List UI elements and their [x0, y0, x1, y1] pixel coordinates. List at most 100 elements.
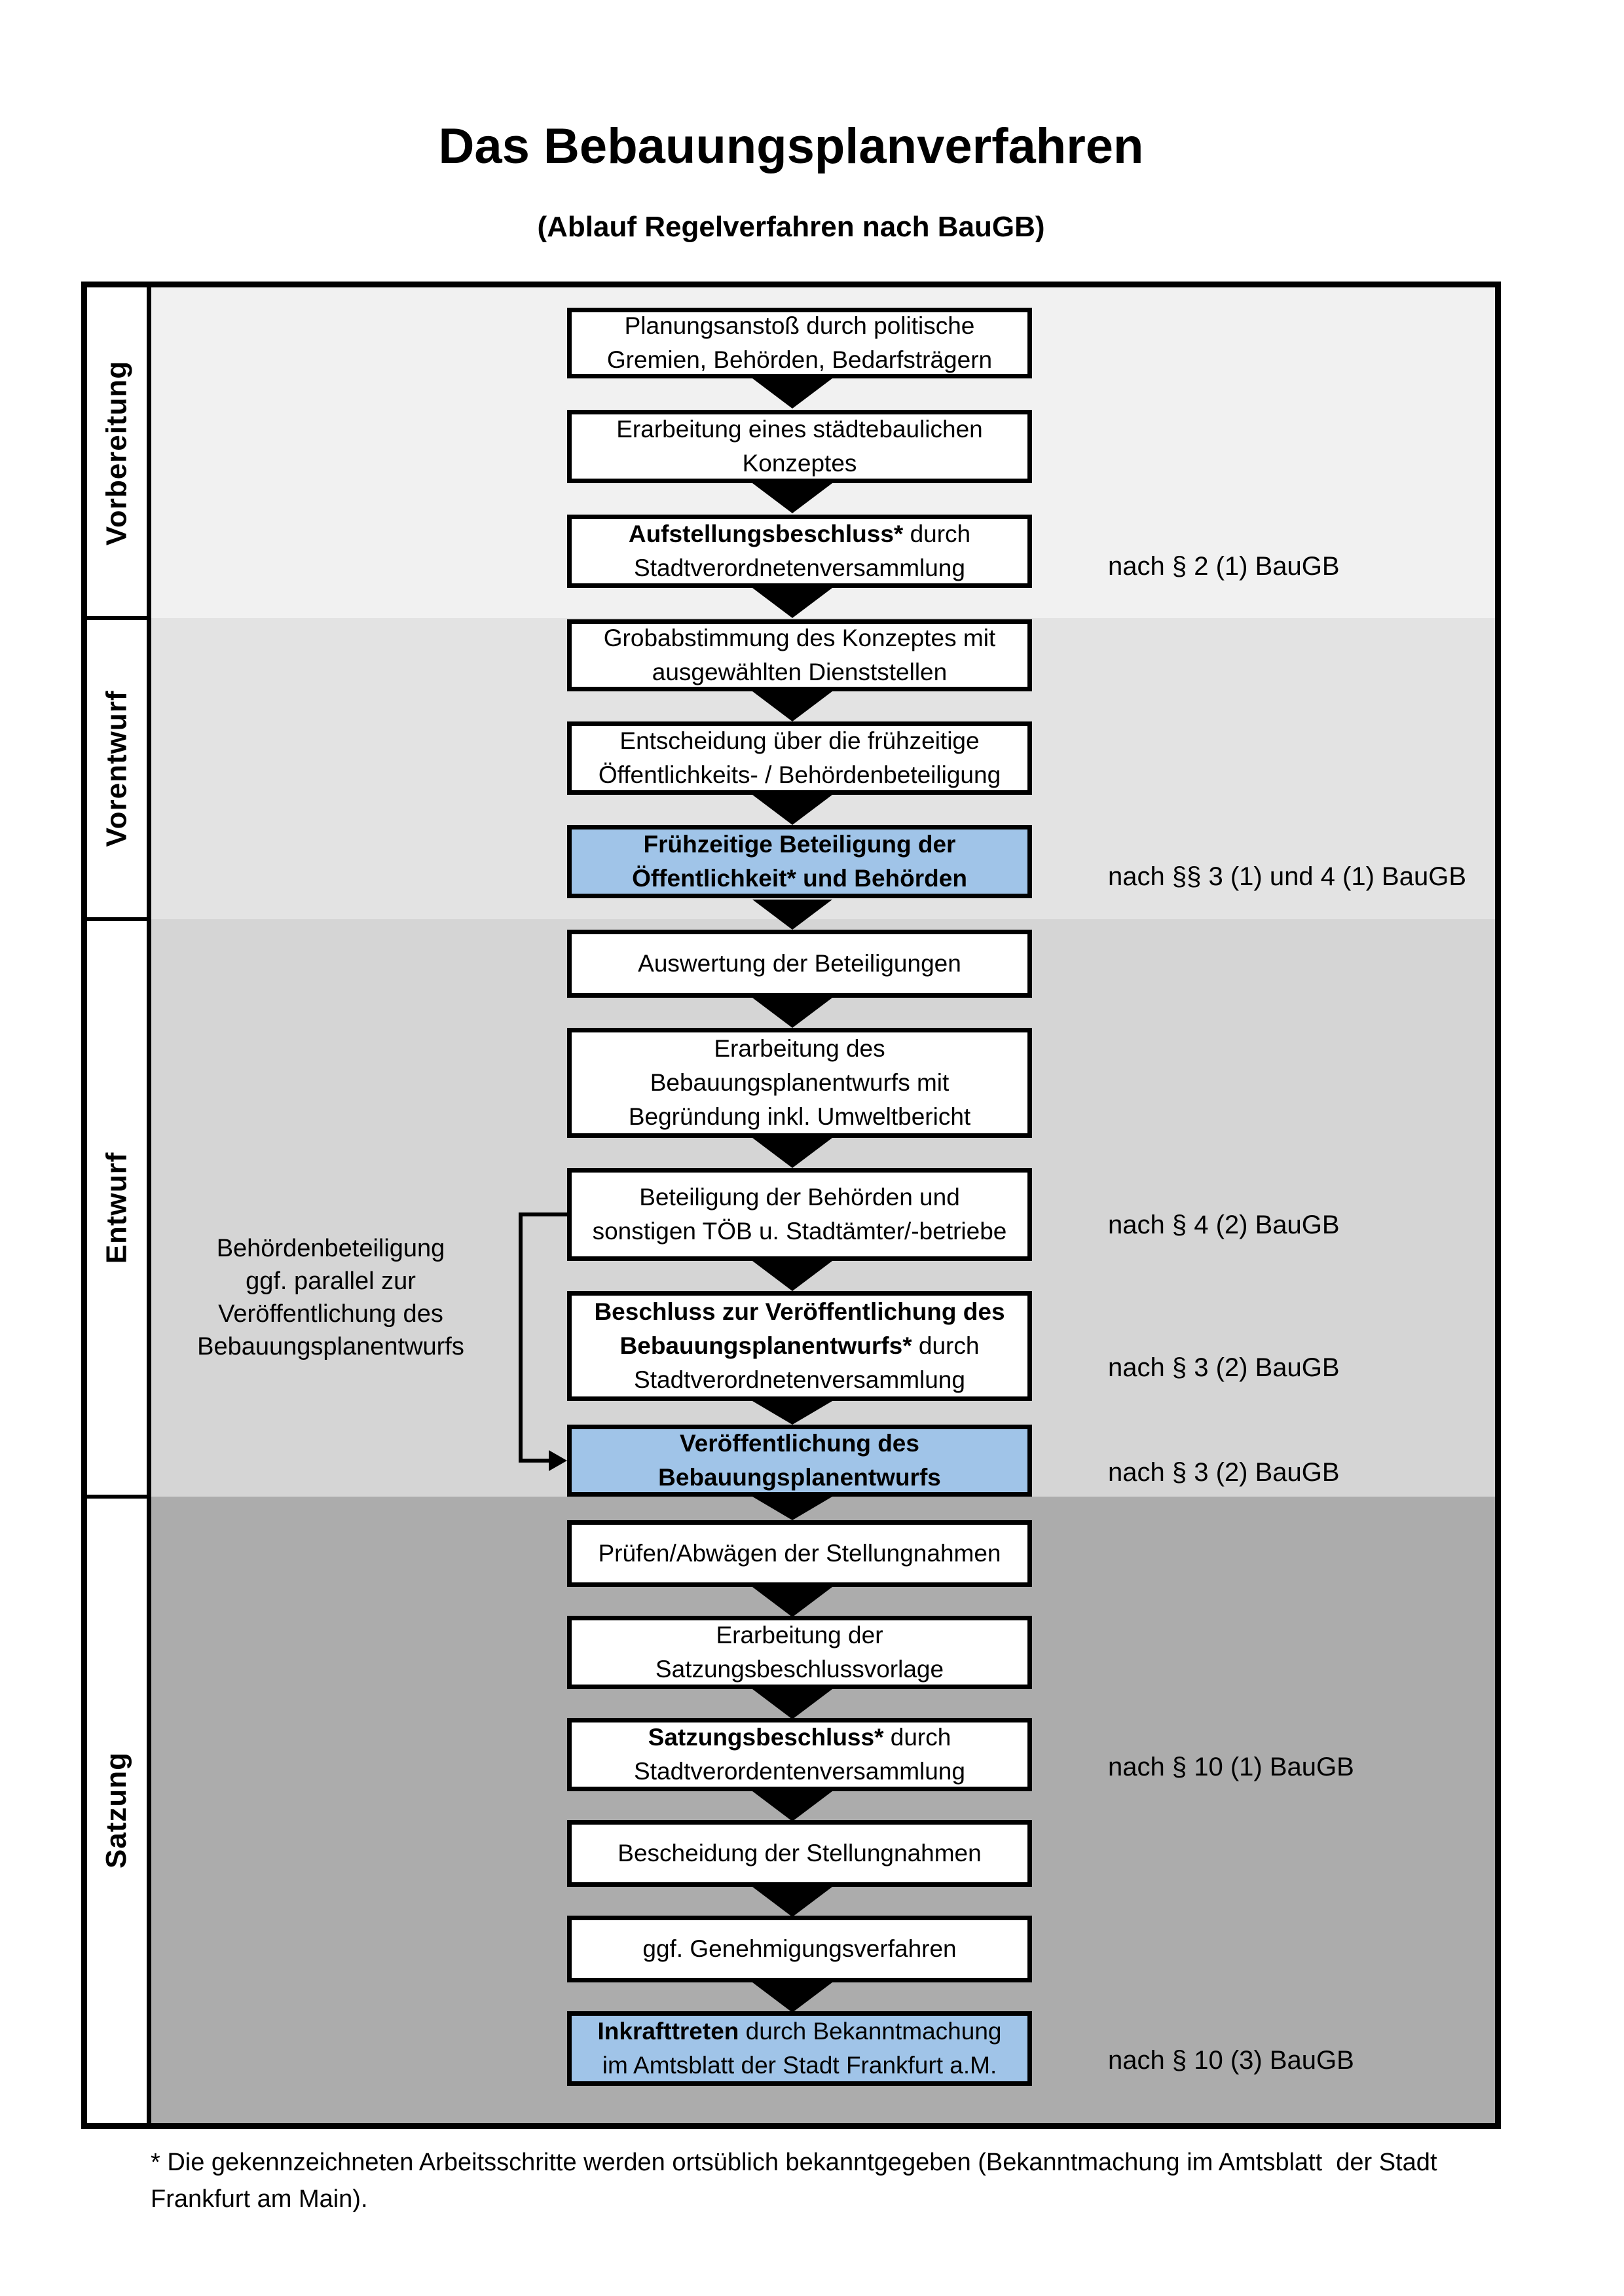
box-text-line: Bebauungsplanentwurfs [658, 1464, 941, 1491]
side-note-line: ggf. parallel zur [246, 1267, 416, 1295]
flow-box-beteiligung-behoerden: Beteiligung der Behörden und sonstigen T… [567, 1168, 1032, 1261]
phase-divider-line [87, 917, 151, 921]
box-text-line: Öffentlichkeits- / Behördenbeteiligung [598, 761, 1001, 788]
parallel-connector-horizontal-bottom [519, 1459, 551, 1463]
flow-box-inkrafttreten: Inkrafttreten durch Bekanntmachung im Am… [567, 2011, 1032, 2086]
flow-box-auswertung-beteiligungen: Auswertung der Beteiligungen [567, 930, 1032, 998]
side-note: Behördenbeteiligung ggf. parallel zur Ve… [167, 1232, 494, 1363]
footnote-line-2: Frankfurt am Main). [151, 2185, 368, 2213]
flow-box-aufstellungsbeschluss: Aufstellungsbeschluss* durch Stadtverord… [567, 515, 1032, 588]
flow-arrow-down [752, 1791, 832, 1821]
box-text-line: Bebauungsplanentwurfs* durch [620, 1329, 980, 1363]
flow-box-bescheidung-stellungnahmen: Bescheidung der Stellungnahmen [567, 1820, 1032, 1887]
phase-label-entwurf: Entwurf [87, 919, 147, 1497]
box-text-line: ggf. Genehmigungsverfahren [642, 1935, 957, 1962]
flow-box-planungsanstoss: Planungsanstoß durch politische Gremien,… [567, 308, 1032, 378]
diagram-frame [81, 282, 1501, 2129]
box-text-line: Beschluss zur Veröffentlichung des [594, 1298, 1005, 1325]
flow-arrow-down [752, 588, 832, 618]
box-text-line: Bescheidung der Stellungnahmen [618, 1840, 982, 1867]
legal-ref-par3-1-und-4-1: nach §§ 3 (1) und 4 (1) BauGB [1108, 862, 1466, 891]
box-text-line: Inkrafttreten durch Bekanntmachung [598, 2014, 1002, 2049]
flow-box-grobabstimmung: Grobabstimmung des Konzeptes mit ausgewä… [567, 619, 1032, 691]
box-text-line: im Amtsblatt der Stadt Frankfurt a.M. [602, 2052, 997, 2079]
side-note-line: Bebauungsplanentwurfs [197, 1333, 464, 1360]
legal-ref-par10-1: nach § 10 (1) BauGB [1108, 1753, 1354, 1781]
flow-arrow-down [752, 795, 832, 825]
flow-box-genehmigungsverfahren: ggf. Genehmigungsverfahren [567, 1916, 1032, 1982]
flow-arrow-down [752, 378, 832, 409]
flow-arrow-down [752, 998, 832, 1028]
box-text-line: Begründung inkl. Umweltbericht [628, 1103, 971, 1130]
box-text-line: Erarbeitung der [716, 1622, 883, 1649]
page-title: Das Bebauungsplanverfahren [438, 118, 1144, 174]
box-text-rest: durch [883, 1724, 951, 1751]
page-subtitle: (Ablauf Regelverfahren nach BauGB) [537, 211, 1045, 243]
flow-box-fruehzeitige-beteiligung: Frühzeitige Beteiligung der Öffentlichke… [567, 825, 1032, 898]
flow-arrow-down [752, 483, 832, 513]
legal-ref-par10-3: nach § 10 (3) BauGB [1108, 2046, 1354, 2075]
phase-label-text: Vorentwurf [100, 690, 133, 847]
box-text-line: Stadtverordnetenversammlung [634, 1366, 965, 1393]
flow-arrow-down [752, 1261, 832, 1291]
box-text-line: Frühzeitige Beteiligung der [643, 831, 956, 858]
flow-arrow-down [752, 1401, 832, 1425]
box-text-line: Bebauungsplanentwurfs mit [650, 1069, 950, 1096]
flow-box-entscheidung-fruehzeitige-beteiligung: Entscheidung über die frühzeitige Öffent… [567, 721, 1032, 795]
phase-label-vorentwurf: Vorentwurf [87, 618, 147, 919]
box-text-line: Beteiligung der Behörden und [639, 1184, 960, 1211]
box-text-line: Konzeptes [742, 450, 857, 477]
box-text-bold: Bebauungsplanentwurfs* [619, 1332, 912, 1359]
box-text-line: Erarbeitung des [714, 1035, 885, 1062]
flow-box-pruefen-abwaegen: Prüfen/Abwägen der Stellungnahmen [567, 1520, 1032, 1587]
flow-arrow-down [752, 900, 832, 930]
box-text-line: Prüfen/Abwägen der Stellungnahmen [598, 1540, 1001, 1567]
phase-divider-line [87, 616, 151, 620]
flow-arrow-down [752, 1497, 832, 1520]
flow-arrow-down [752, 691, 832, 721]
legal-ref-par3-2-beschluss: nach § 3 (2) BauGB [1108, 1353, 1340, 1382]
flow-arrow-down [752, 1138, 832, 1168]
box-text-line: Gremien, Behörden, Bedarfsträgern [606, 346, 993, 373]
box-text-line: Erarbeitung eines städtebaulichen [616, 416, 983, 443]
phase-label-vorbereitung: Vorbereitung [87, 287, 147, 618]
box-text-line: Auswertung der Beteiligungen [638, 950, 961, 977]
box-text-line: Satzungsbeschlussvorlage [655, 1656, 944, 1683]
box-text-bold: Aufstellungsbeschluss* [628, 520, 904, 547]
box-text-line: sonstigen TÖB u. Stadtämter/-betriebe [592, 1218, 1007, 1245]
flow-box-satzungsbeschluss: Satzungsbeschluss* durch Stadtverordente… [567, 1718, 1032, 1791]
flow-box-erarbeitung-entwurf: Erarbeitung des Bebauungsplanentwurfs mi… [567, 1028, 1032, 1138]
box-text-rest: durch Bekanntmachung [739, 2018, 1002, 2045]
box-text-rest: durch [903, 520, 971, 547]
box-text-line: Planungsanstoß durch politische [624, 312, 975, 339]
box-text-line: Aufstellungsbeschluss* durch [629, 517, 970, 551]
box-text-line: Öffentlichkeit* und Behörden [632, 865, 967, 892]
flow-arrow-down [752, 1982, 832, 2013]
box-text-line: ausgewählten Dienststellen [652, 659, 948, 685]
side-note-line: Veröffentlichung des [218, 1300, 443, 1328]
box-text-line: Entscheidung über die frühzeitige [619, 727, 980, 754]
box-text-bold: Inkrafttreten [597, 2018, 739, 2045]
phase-label-satzung: Satzung [87, 1497, 147, 2123]
legal-ref-par2-1: nach § 2 (1) BauGB [1108, 552, 1340, 581]
flow-box-beschluss-veroeffentlichung: Beschluss zur Veröffentlichung des Bebau… [567, 1291, 1032, 1401]
flow-box-satzungsbeschlussvorlage: Erarbeitung der Satzungsbeschlussvorlage [567, 1616, 1032, 1689]
phase-divider-line [87, 1495, 151, 1499]
legal-ref-par3-2-veroeffentlichung: nach § 3 (2) BauGB [1108, 1458, 1340, 1487]
box-text-line: Stadtverordnetenversammlung [634, 555, 965, 581]
box-text-rest: durch [912, 1332, 980, 1359]
box-text-line: Stadtverordentenversammlung [634, 1758, 965, 1785]
footnote-line-1: * Die gekennzeichneten Arbeitsschritte w… [151, 2149, 1437, 2176]
parallel-connector-vertical [519, 1212, 523, 1460]
side-note-line: Behördenbeteiligung [216, 1235, 445, 1262]
box-text-line: Veröffentlichung des [680, 1430, 919, 1457]
box-text-line: Satzungsbeschluss* durch [648, 1721, 951, 1755]
phase-label-text: Satzung [100, 1751, 133, 1868]
parallel-connector-horizontal-top [519, 1212, 567, 1216]
box-text-line: Grobabstimmung des Konzeptes mit [603, 625, 996, 651]
flow-arrow-down [752, 1887, 832, 1917]
flow-box-veroeffentlichung-entwurf: Veröffentlichung des Bebauungsplanentwur… [567, 1425, 1032, 1497]
sidebar-divider-line [147, 287, 151, 2123]
phase-label-text: Vorbereitung [100, 360, 133, 545]
